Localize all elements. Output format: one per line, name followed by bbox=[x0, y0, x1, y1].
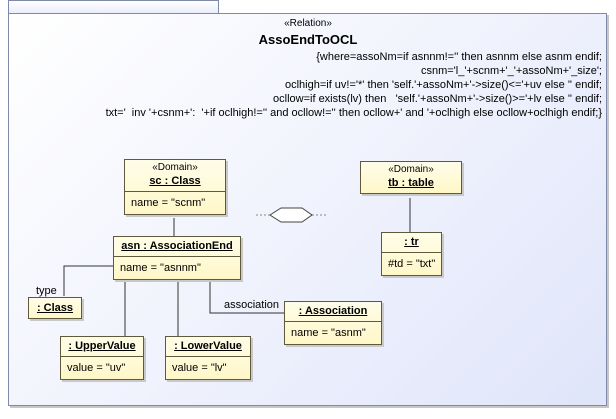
edge-label-association: association bbox=[224, 299, 280, 311]
domain-tb-node[interactable]: «Domain» tb : table bbox=[360, 161, 462, 194]
domain-sc-name: sc : Class bbox=[149, 175, 201, 187]
lower-value-header: : LowerValue bbox=[166, 337, 250, 357]
relation-expression-line-2: csnm='l_'+scnm+'_'+assoNm+'_size'; bbox=[420, 65, 602, 77]
class-name: : Class bbox=[36, 302, 74, 314]
upper-value-node[interactable]: : UpperValue value = "uv" bbox=[60, 336, 144, 380]
asn-header: asn : AssociationEnd bbox=[114, 237, 240, 257]
lower-value-attribute: value = "lv" bbox=[172, 362, 227, 374]
asn-attribute: name = "asnnm" bbox=[120, 262, 201, 274]
asn-node[interactable]: asn : AssociationEnd name = "asnnm" bbox=[113, 236, 241, 280]
domain-tb-stereotype: «Domain» bbox=[388, 164, 434, 175]
association-name: : Association bbox=[298, 305, 368, 317]
lower-value-name: : LowerValue bbox=[174, 340, 242, 352]
transformation-direction-icon bbox=[256, 207, 328, 223]
domain-tb-name: tb : table bbox=[388, 177, 434, 189]
edge-asn-class bbox=[63, 265, 120, 296]
association-attribute: name = "asnm" bbox=[291, 327, 366, 339]
domain-sc-attribute: name = "scnm" bbox=[131, 197, 206, 209]
asn-name: asn : AssociationEnd bbox=[121, 240, 233, 252]
relation-expression-line-4: ocllow=if exists(lv) then 'self.'+assoNm… bbox=[273, 93, 602, 105]
edge-label-type: type bbox=[36, 285, 57, 297]
tr-name: : tr bbox=[404, 236, 419, 248]
upper-value-name: : UpperValue bbox=[68, 340, 136, 352]
tr-attribute: #td = "txt" bbox=[388, 258, 436, 270]
upper-value-attribute: value = "uv" bbox=[67, 362, 126, 374]
relation-expression-line-3: oclhigh=if uv!='*' then 'self.'+assoNm+'… bbox=[284, 79, 602, 91]
tr-node[interactable]: : tr #td = "txt" bbox=[381, 232, 442, 276]
relation-expression-line-5: txt=' inv '+csnm+': '+if oclhigh!='' and… bbox=[105, 107, 602, 119]
diagram-tab bbox=[8, 0, 219, 14]
domain-sc-stereotype: «Domain» bbox=[152, 162, 198, 173]
domain-sc-header: «Domain» sc : Class bbox=[125, 160, 225, 192]
relation-expression-line-1: {where=assoNm=if asnnm!='' then asnnm el… bbox=[316, 51, 602, 63]
relation-name: AssoEndToOCL bbox=[258, 32, 358, 47]
association-header: : Association bbox=[285, 302, 381, 322]
class-header: : Class bbox=[29, 298, 81, 318]
lower-value-node[interactable]: : LowerValue value = "lv" bbox=[165, 336, 251, 380]
domain-sc-node[interactable]: «Domain» sc : Class name = "scnm" bbox=[124, 159, 226, 215]
upper-value-header: : UpperValue bbox=[61, 337, 143, 357]
class-node[interactable]: : Class bbox=[28, 297, 82, 319]
association-node[interactable]: : Association name = "asnm" bbox=[284, 301, 382, 345]
edge-asn-association bbox=[209, 282, 284, 314]
relation-stereotype: «Relation» bbox=[284, 18, 332, 29]
tr-header: : tr bbox=[382, 233, 441, 253]
domain-tb-header: «Domain» tb : table bbox=[361, 162, 461, 193]
